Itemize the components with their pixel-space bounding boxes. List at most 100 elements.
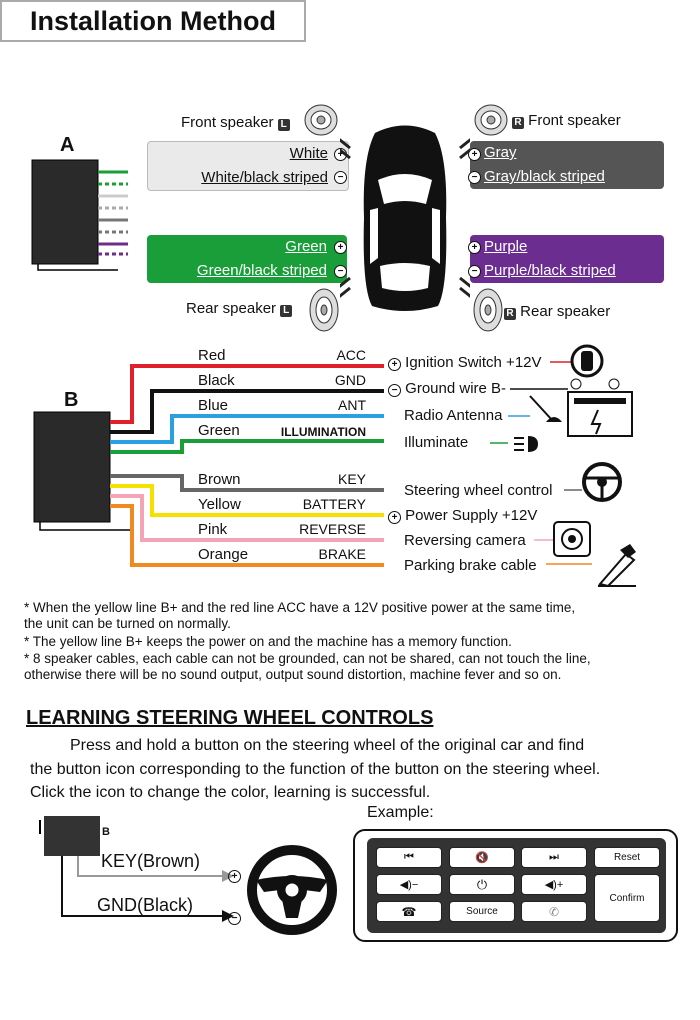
- parking-brake-icon: [598, 544, 636, 588]
- note-line: the unit can be turned on normally.: [24, 616, 231, 631]
- plus-sign: +: [228, 870, 241, 883]
- illuminate-label: Illuminate: [404, 434, 469, 451]
- plus-sign: +: [468, 241, 481, 254]
- b-small-label: B: [102, 826, 110, 838]
- connector-a: [31, 159, 128, 271]
- purple-label: Purple: [484, 238, 528, 255]
- learning-paragraph-line: the button icon corresponding to the fun…: [30, 761, 601, 778]
- wire-black: [110, 389, 384, 434]
- wire-function-label: BRAKE: [318, 546, 366, 562]
- minus-sign: −: [228, 912, 241, 925]
- wire-function-label: KEY: [337, 471, 366, 487]
- minus-sign: −: [468, 265, 481, 278]
- reversing-camera-icon: [553, 521, 591, 557]
- parking-brake-label: Parking brake cable: [404, 557, 537, 574]
- wire-yellow: [110, 484, 384, 517]
- minus-sign: −: [334, 265, 347, 278]
- prev-track-button[interactable]: ⏮: [376, 847, 442, 868]
- section-b-label: B: [64, 389, 79, 411]
- front-right-speaker-icon: [474, 104, 508, 136]
- wire-brown: [110, 474, 384, 492]
- section-a-label: A: [60, 134, 75, 156]
- hang-up-button[interactable]: ☎: [376, 901, 442, 922]
- purple-wire-box: Purple Purple/black striped: [470, 235, 664, 283]
- right-icons: [490, 344, 636, 588]
- rear-right-speaker-label: R Rear speaker: [504, 303, 610, 320]
- wire-name-label: Black: [198, 372, 235, 389]
- confirm-button[interactable]: Confirm: [594, 874, 660, 922]
- antenna-icon: [529, 395, 562, 422]
- power-button[interactable]: ⏻: [449, 874, 515, 895]
- purple-black-label: Purple/black striped: [484, 262, 616, 279]
- wire-red: [110, 364, 384, 424]
- note-line: otherwise there will be no sound output,…: [24, 667, 562, 682]
- wire-name-label: Orange: [198, 546, 249, 563]
- wire-name-label: Blue: [198, 397, 229, 414]
- call-button[interactable]: ✆: [521, 901, 587, 922]
- battery-icon: [567, 378, 633, 437]
- reset-button[interactable]: Reset: [594, 847, 660, 868]
- rear-left-speaker-label: Rear speaker L: [186, 300, 293, 317]
- power-supply-label: + Power Supply +12V: [388, 507, 537, 524]
- wire-name-label: Pink: [198, 521, 228, 538]
- white-label: White: [289, 145, 328, 162]
- green-label: Green: [285, 238, 327, 255]
- minus-sign: −: [468, 171, 481, 184]
- light-bulb-icon: [514, 436, 538, 452]
- wire-orange: [110, 504, 384, 567]
- minus-sign: −: [334, 171, 347, 184]
- note-line: * The yellow line B+ keeps the power on …: [24, 634, 512, 649]
- steering-wheel-icon: [582, 462, 622, 502]
- wire-green: [110, 439, 384, 454]
- wire-name-label: Brown: [198, 471, 241, 488]
- wire-function-label: ANT: [338, 397, 366, 413]
- steering-wiring-diagram: [39, 816, 337, 935]
- wire-harness-b: [33, 364, 384, 567]
- wire-function-label: ILLUMINATION: [280, 425, 366, 439]
- learning-paragraph-line: Click the icon to change the color, lear…: [30, 784, 431, 801]
- gray-black-label: Gray/black striped: [484, 168, 605, 185]
- green-black-label: Green/black striped: [196, 262, 327, 279]
- green-wire-box: Green Green/black striped: [147, 235, 347, 283]
- learning-heading: LEARNING STEERING WHEEL CONTROLS: [26, 707, 434, 729]
- wire-pink: [110, 494, 384, 542]
- key-brown-label: KEY(Brown): [101, 851, 201, 871]
- next-track-button[interactable]: ⏭: [521, 847, 587, 868]
- radio-antenna-label: Radio Antenna: [404, 407, 503, 424]
- ground-wire-label: − Ground wire B-: [388, 380, 506, 397]
- plus-sign: +: [334, 241, 347, 254]
- reversing-camera-label: Reversing camera: [404, 532, 526, 549]
- wire-function-label: REVERSE: [299, 521, 366, 537]
- note-line: * When the yellow line B+ and the red li…: [24, 600, 576, 615]
- source-button[interactable]: Source: [449, 901, 515, 922]
- front-right-speaker-label: R Front speaker: [512, 112, 621, 129]
- ignition-switch-label: + Ignition Switch +12V: [388, 354, 542, 371]
- volume-up-button[interactable]: ◀)+: [521, 874, 587, 895]
- wire-name-label: Yellow: [198, 496, 241, 513]
- front-left-speaker-icon: [304, 104, 338, 136]
- note-line: * 8 speaker cables, each cable can not b…: [24, 651, 591, 666]
- page-title: Installation Method: [0, 0, 306, 42]
- mute-button[interactable]: 🔇: [449, 847, 515, 868]
- gray-label: Gray: [484, 144, 517, 161]
- wire-name-label: Green: [198, 422, 240, 439]
- ignition-key-icon: [570, 344, 604, 378]
- wire-name-label: Red: [198, 347, 226, 364]
- wire-function-label: GND: [334, 372, 366, 388]
- gray-wire-box: Gray Gray/black striped: [470, 141, 664, 189]
- gnd-black-label: GND(Black): [97, 895, 194, 915]
- volume-down-button[interactable]: ◀)−: [376, 874, 442, 895]
- steering-wheel-control-label: Steering wheel control: [404, 482, 553, 499]
- rear-right-speaker-icon: [473, 288, 503, 332]
- wire-function-label: ACC: [336, 347, 366, 363]
- wire-blue: [110, 414, 384, 444]
- front-left-speaker-label: Front speaker L: [181, 114, 290, 131]
- car-top-view-icon: [340, 125, 470, 311]
- learning-paragraph-line: Press and hold a button on the steering …: [30, 737, 585, 754]
- wire-function-label: BATTERY: [302, 496, 366, 512]
- white-black-label: White/black striped: [201, 169, 328, 186]
- white-wire-box: White White/black striped: [147, 141, 349, 191]
- rear-left-speaker-icon: [309, 288, 339, 332]
- plus-sign: +: [468, 148, 481, 161]
- example-label: Example:: [367, 804, 434, 821]
